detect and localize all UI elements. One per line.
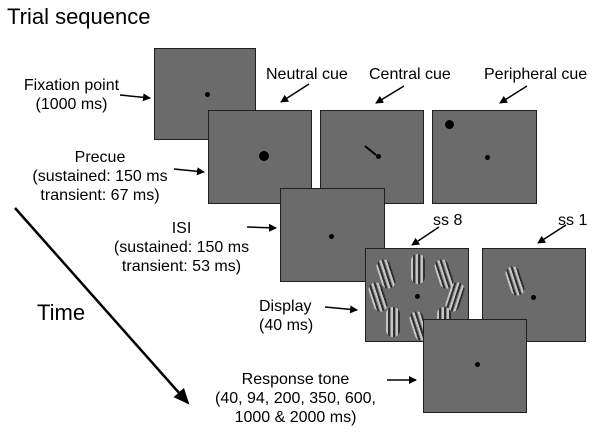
peripheral-cue-label: Peripheral cue	[484, 66, 588, 83]
time-label: Time	[37, 300, 86, 325]
precue-label-line1: Precue	[74, 149, 126, 166]
response-label-line3: 1000 & 2000 ms)	[234, 409, 357, 426]
central-fixation-dot	[376, 154, 381, 159]
display-label-line2: (40 ms)	[259, 317, 314, 334]
neutral-cue-dot	[259, 151, 269, 161]
display-arrow-icon	[324, 305, 358, 314]
fixation-dot	[205, 92, 210, 97]
response-panel	[423, 319, 527, 413]
ss1-label: ss 1	[558, 212, 588, 229]
response-fixation-dot	[475, 362, 480, 367]
central-cue-arrow-icon	[364, 145, 377, 156]
ss8-label: ss 8	[433, 212, 463, 229]
central-cue-label: Central cue	[369, 66, 451, 83]
fixation-label: Fixation point (1000 ms)	[4, 76, 139, 114]
fixation-label-line2: (1000 ms)	[35, 96, 108, 113]
central-cue-arrow-icon	[375, 85, 405, 104]
response-label-line1: Response tone	[241, 371, 350, 388]
isi-label-line2: (sustained: 150 ms	[113, 239, 250, 256]
precue-label: Precue (sustained: 150 ms transient: 67 …	[0, 148, 200, 205]
gabor-6	[386, 307, 400, 337]
precue-label-line3: transient: 67 ms)	[40, 187, 160, 204]
peripheral-cue-arrow-icon	[499, 85, 528, 104]
display-label-line1: Display	[259, 298, 312, 315]
gabor-single	[503, 264, 527, 298]
isi-fixation-dot	[329, 234, 334, 239]
neutral-cue-label: Neutral cue	[266, 66, 348, 83]
peripheral-cue-dot	[445, 120, 454, 129]
peripheral-cue-panel	[432, 110, 537, 204]
isi-label-line1: ISI	[171, 220, 192, 237]
isi-label-line3: transient: 53 ms)	[121, 258, 242, 275]
response-label: Response tone (40, 94, 200, 350, 600, 10…	[188, 370, 403, 427]
isi-label: ISI (sustained: 150 ms transient: 53 ms)	[99, 219, 264, 276]
fixation-label-line1: Fixation point	[23, 77, 120, 94]
peripheral-fixation-dot	[485, 155, 490, 160]
neutral-cue-arrow-icon	[280, 83, 310, 103]
response-label-line2: (40, 94, 200, 350, 600,	[214, 390, 376, 407]
display-label: Display (40 ms)	[259, 297, 313, 335]
ss1-fixation-dot	[531, 295, 536, 300]
diagram-title: Trial sequence	[7, 4, 151, 29]
ss8-fixation-dot	[415, 294, 420, 299]
precue-label-line2: (sustained: 150 ms	[32, 168, 168, 185]
gabor-2	[411, 254, 425, 284]
